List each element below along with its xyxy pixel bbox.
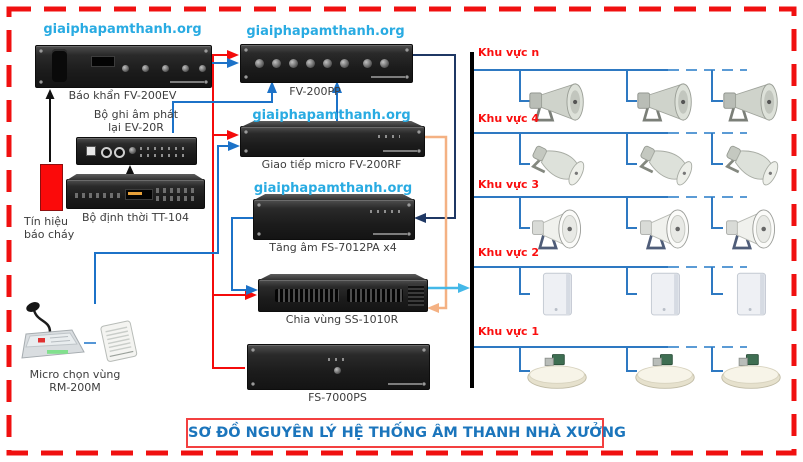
watermark: giaiphapamthanh.org	[43, 22, 202, 37]
diagram-title: SƠ ĐỒ NGUYÊN LÝ HỆ THỐNG ÂM THANH NHÀ XƯ…	[186, 418, 626, 448]
attenuator-bank	[275, 289, 339, 302]
panel-text	[383, 150, 417, 152]
label-rm200m: Micro chọn vùng RM-200M	[15, 368, 135, 394]
wall-speaker	[722, 271, 780, 319]
ceiling-speaker	[525, 350, 589, 392]
panel-text	[373, 233, 407, 235]
knob	[142, 65, 149, 72]
timer-digits	[128, 192, 142, 195]
label-fv200rf: Giao tiếp micro FV-200RF	[261, 158, 402, 171]
label-ev20r-line1: Bộ ghi âm phát	[93, 108, 179, 121]
device-fs7012pa	[253, 194, 415, 240]
panel-indicators	[370, 210, 400, 213]
device-fv200pp	[240, 44, 413, 83]
zone-label-n: Khu vực n	[478, 46, 540, 59]
knob	[323, 59, 332, 68]
horn-speaker	[636, 80, 694, 124]
reflex-horn-speaker	[636, 205, 694, 253]
button-row	[75, 193, 121, 198]
device-fv200ev	[35, 45, 212, 88]
watermark: giaiphapamthanh.org	[252, 108, 411, 123]
wall-speaker	[636, 271, 694, 319]
rm200m-keypad	[100, 320, 138, 362]
label-rm200m-line1: Micro chọn vùng	[29, 368, 121, 381]
zone-label-1: Khu vực 1	[478, 325, 540, 338]
paging-horn-speaker	[636, 141, 694, 189]
switch-row	[140, 154, 188, 157]
panel-text	[388, 383, 422, 385]
device-fv200rf	[240, 121, 425, 157]
side-vent	[408, 284, 424, 306]
paging-horn-speaker	[722, 141, 780, 189]
switch-row	[140, 147, 188, 150]
wall-speaker	[528, 271, 586, 319]
talk-bar	[47, 350, 68, 354]
knob	[272, 59, 281, 68]
zone-label-4: Khu vực 4	[478, 112, 540, 125]
zone-label-3: Khu vực 3	[478, 178, 540, 191]
top-face	[259, 274, 427, 280]
label-fs7012pa: Tăng âm FS-7012PA x4	[269, 241, 397, 254]
watermark: giaiphapamthanh.org	[253, 181, 413, 196]
audio-jack	[101, 147, 112, 158]
gooseneck	[32, 309, 52, 333]
knob	[289, 59, 298, 68]
emergency-button	[38, 338, 45, 343]
device-ev20r	[76, 137, 197, 165]
label-ev20r-line2: lại EV-20R	[108, 121, 164, 134]
label-fire-line2: báo cháy	[24, 228, 75, 241]
device-tt104	[66, 174, 205, 209]
fire-signal-box	[40, 164, 63, 211]
device-fs7000ps	[247, 344, 430, 390]
label-ev20r: Bộ ghi âm phát lại EV-20R	[76, 108, 196, 134]
label-fv200ev: Báo khẩn FV-200EV	[68, 89, 177, 102]
button-row	[156, 188, 194, 193]
label-ss1010r: Chia vùng SS-1010R	[285, 313, 399, 326]
knob	[122, 65, 129, 72]
knob	[340, 59, 349, 68]
panel-indicators	[328, 358, 348, 361]
panel-controls	[378, 135, 400, 138]
mic-capsule	[26, 302, 40, 312]
horn-speaker	[722, 80, 780, 124]
zone-label-2: Khu vực 2	[478, 246, 540, 259]
knob	[182, 65, 189, 72]
usb-port	[86, 146, 96, 156]
device-rm200m	[21, 302, 85, 359]
panel-text	[170, 81, 204, 83]
label-fire-line1: Tín hiệu	[24, 215, 69, 228]
fv200ev-display	[91, 56, 115, 67]
label-fire-signal: Tín hiệu báo cháy	[24, 215, 94, 241]
knob	[162, 65, 169, 72]
knob	[129, 147, 136, 154]
watermark: giaiphapamthanh.org	[246, 24, 405, 39]
knob	[306, 59, 315, 68]
label-rm200m-line2: RM-200M	[49, 381, 101, 394]
knob	[363, 59, 372, 68]
ceiling-speaker	[719, 350, 783, 392]
label-fv200pp: FV-200PP	[289, 85, 341, 98]
button-row	[156, 196, 194, 201]
handheld-microphone	[52, 49, 67, 82]
label-fs7000ps: FS-7000PS	[308, 391, 367, 404]
knob	[199, 65, 206, 72]
reflex-horn-speaker	[722, 205, 780, 253]
audio-jack	[114, 147, 125, 158]
power-knob	[334, 367, 341, 374]
top-face	[67, 174, 204, 180]
ceiling-speaker	[633, 350, 697, 392]
device-ss1010r	[258, 274, 428, 312]
panel-text	[371, 76, 405, 78]
attenuator-bank	[347, 289, 403, 302]
knob	[255, 59, 264, 68]
knob	[380, 59, 389, 68]
